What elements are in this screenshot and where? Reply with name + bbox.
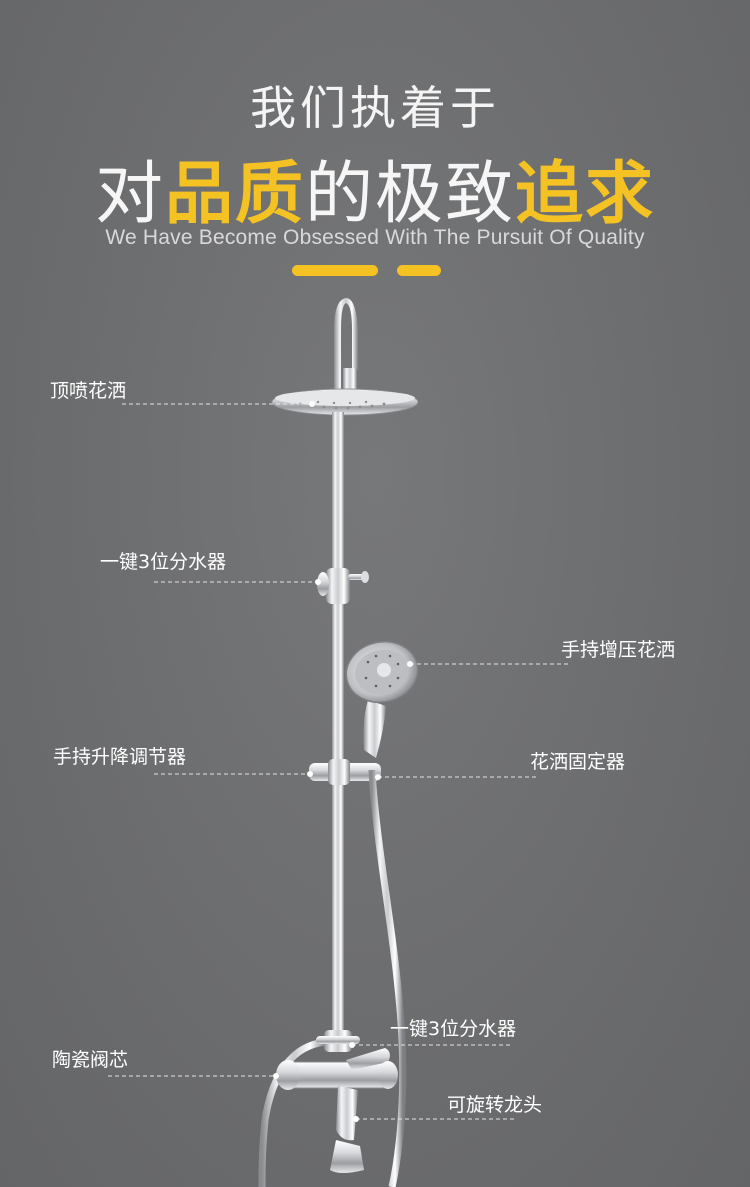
headline-highlight-pursuit: 追求 <box>515 155 656 234</box>
label-ceramic-cartridge: 陶瓷阀芯 <box>52 1049 129 1071</box>
accent-bar-long <box>292 265 378 276</box>
mixer-valve <box>276 1048 398 1173</box>
accent-bar-short <box>397 265 441 276</box>
hose-left <box>258 1038 327 1187</box>
leader-dots <box>273 401 413 1122</box>
leader-lines <box>108 403 568 1120</box>
hose-right <box>368 769 407 1187</box>
label-top-shower: 顶喷花洒 <box>50 380 127 402</box>
label-diverter-bottom: 一键3位分水器 <box>390 1018 517 1040</box>
headline-line2: 对品质的极致追求 <box>0 138 750 237</box>
main-riser-pipe <box>332 412 344 1037</box>
headline-line1: 我们执着于 <box>250 81 500 135</box>
label-rotating-spout: 可旋转龙头 <box>447 1094 543 1116</box>
top-shower-head <box>271 388 419 416</box>
label-shower-holder: 花洒固定器 <box>530 751 626 773</box>
upper-diverter <box>317 568 369 604</box>
headline-highlight-quality: 品质 <box>164 155 305 234</box>
headline-text-2: 的极致 <box>305 155 516 234</box>
hand-shower <box>345 640 419 758</box>
lower-diverter <box>316 1030 360 1052</box>
label-height-adjuster: 手持升降调节器 <box>53 746 187 768</box>
label-handheld-shower: 手持增压花洒 <box>561 639 676 661</box>
label-diverter-top: 一键3位分水器 <box>100 551 227 573</box>
english-subtitle: We Have Become Obsessed With The Pursuit… <box>105 226 645 249</box>
slider-bracket <box>309 759 381 785</box>
headline-text-1: 对 <box>94 155 165 234</box>
